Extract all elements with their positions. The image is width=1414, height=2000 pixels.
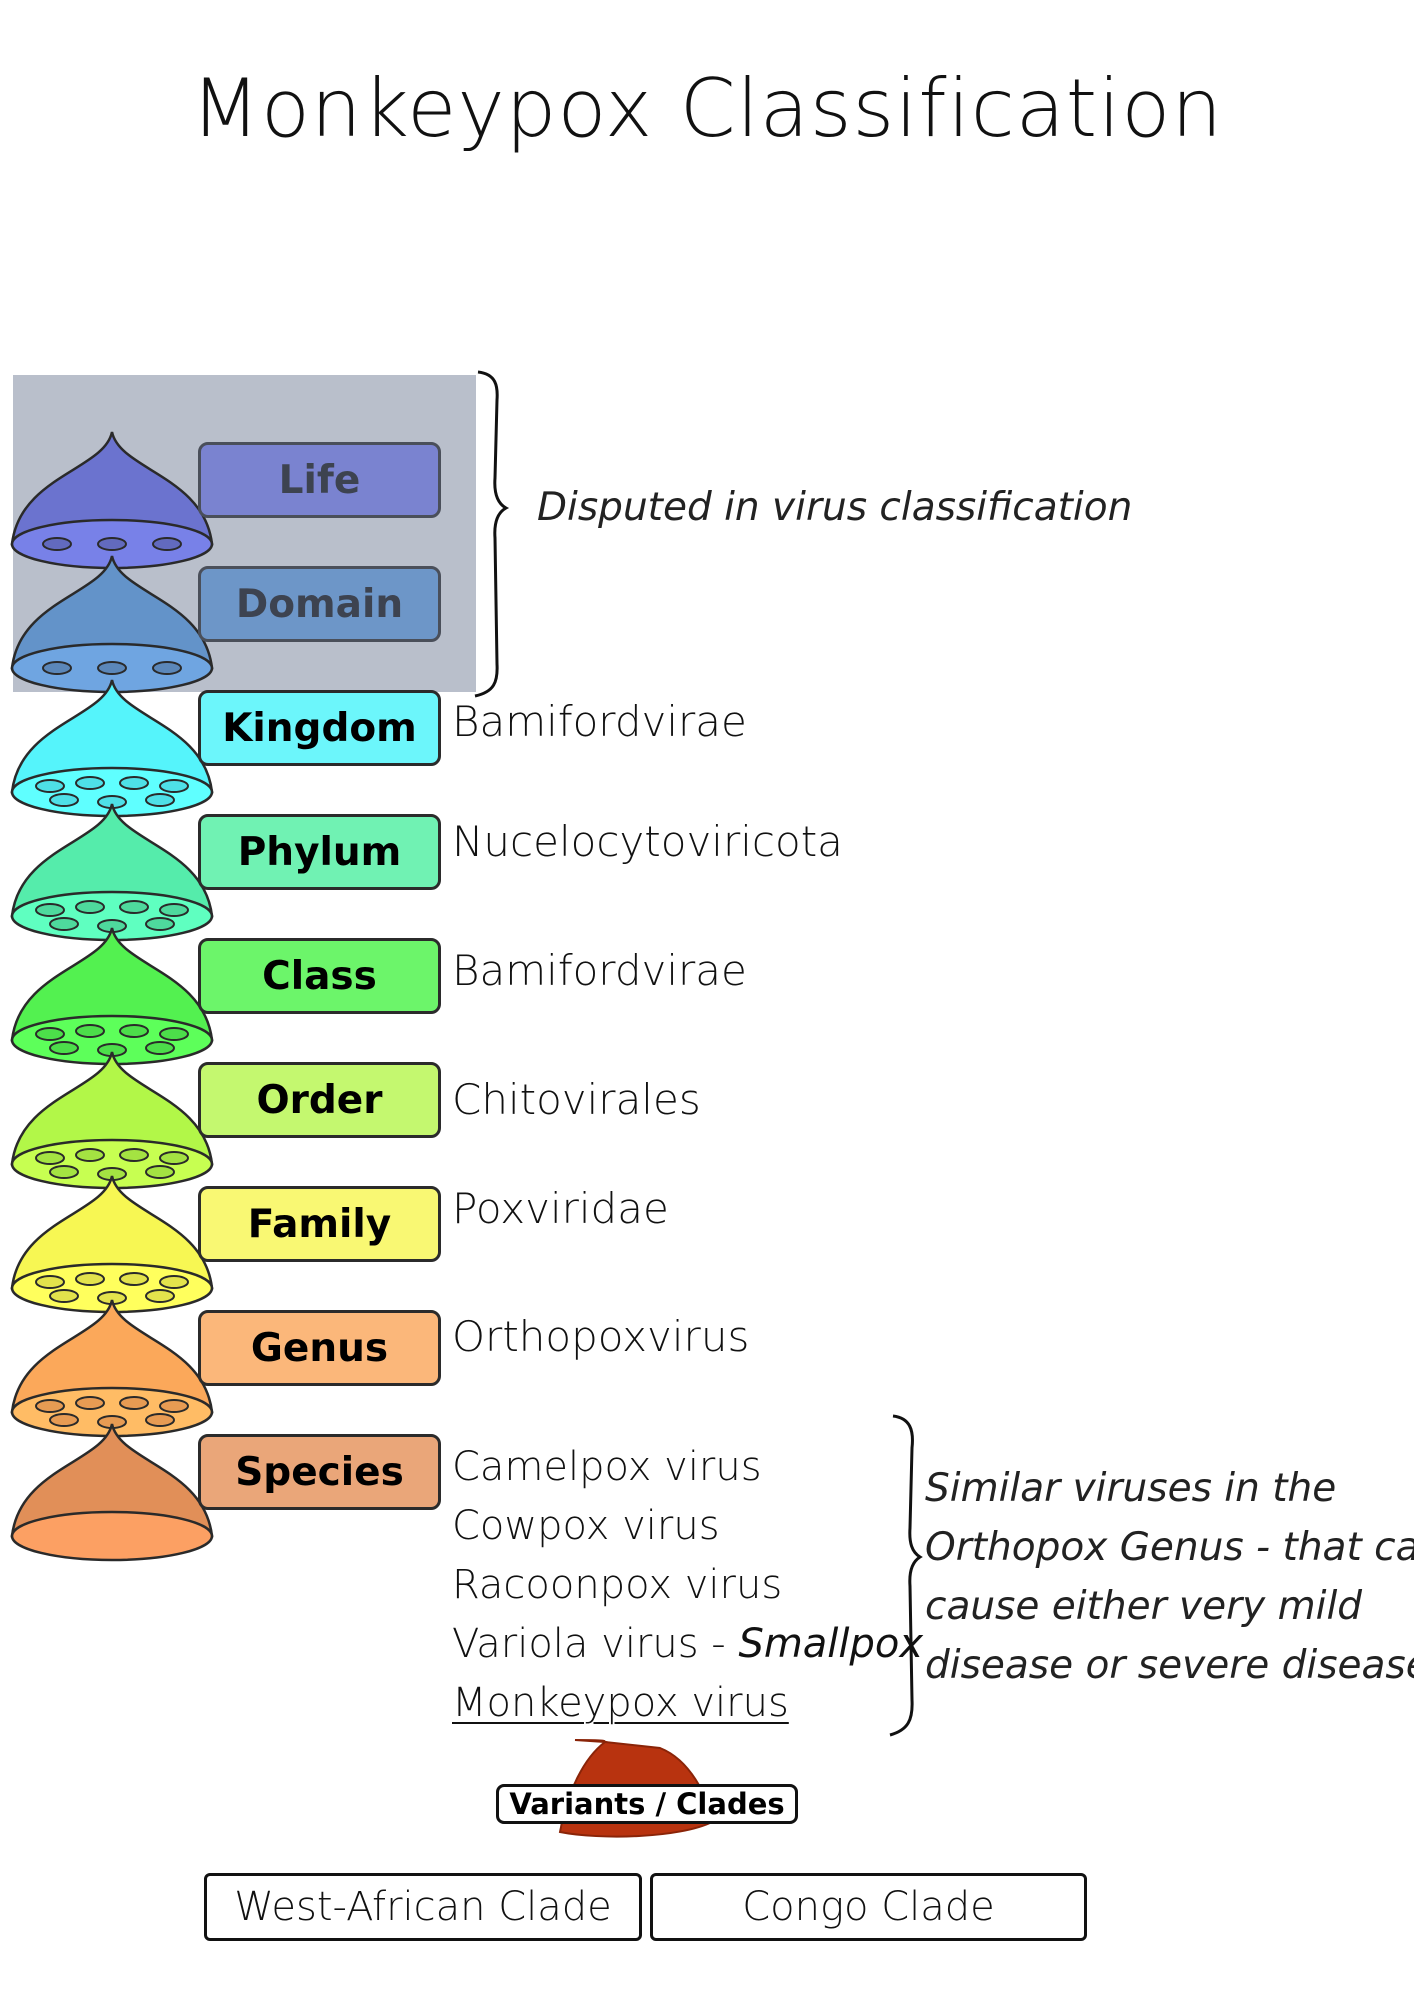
rank-bell-species: [10, 1423, 214, 1562]
rank-bell-spot: [97, 661, 127, 675]
rank-bell-spot: [119, 1024, 149, 1038]
rank-bell-class: [10, 927, 214, 1066]
rank-bell-spot: [159, 903, 189, 917]
rank-bell-spot: [49, 793, 79, 807]
rank-bell-spot: [75, 1272, 105, 1286]
rank-bell-spot: [49, 1413, 79, 1427]
rank-bell-spot: [119, 1148, 149, 1162]
similar-note-line-4: disease or severe disease: [925, 1643, 1414, 1688]
rank-bell-domain: [10, 555, 214, 694]
rank-label-genus: Genus: [198, 1310, 441, 1386]
species-camelpox: Camelpox virus: [452, 1444, 762, 1490]
rank-bell-spot: [152, 661, 182, 675]
rank-label-family: Family: [198, 1186, 441, 1262]
rank-bell-spot: [35, 903, 65, 917]
rank-bell-spot: [119, 900, 149, 914]
rank-label-phylum: Phylum: [198, 814, 441, 890]
rank-bell-order: [10, 1051, 214, 1190]
rank-value-kingdom: Bamifordvirae: [452, 697, 747, 746]
similar-note-line-3: cause either very mild: [925, 1584, 1363, 1629]
species-cowpox: Cowpox virus: [452, 1503, 720, 1549]
rank-bell-spot: [152, 537, 182, 551]
similar-note-line-2: Orthopox Genus - that can: [925, 1525, 1414, 1570]
rank-bell-spot: [75, 1396, 105, 1410]
rank-bell-spot: [75, 900, 105, 914]
disputed-note: Disputed in virus classification: [537, 485, 1133, 530]
rank-bell-spot: [35, 1027, 65, 1041]
rank-bell-spot: [42, 661, 72, 675]
rank-label-species: Species: [198, 1434, 441, 1510]
rank-bell-spot: [49, 1165, 79, 1179]
rank-label-class: Class: [198, 938, 441, 1014]
rank-value-order: Chitovirales: [452, 1075, 701, 1124]
rank-bell-spot: [119, 1396, 149, 1410]
rank-bell-base: [10, 1510, 214, 1562]
rank-value-phylum: Nucelocytoviricota: [452, 817, 843, 866]
rank-bell-spot: [145, 917, 175, 931]
rank-bell-spot: [35, 1275, 65, 1289]
rank-bell-spot: [75, 1148, 105, 1162]
rank-bell-spot: [159, 1027, 189, 1041]
rank-bell-spot: [75, 776, 105, 790]
variants-clades-label: Variants / Clades: [496, 1784, 798, 1824]
rank-bell-spot: [145, 1413, 175, 1427]
rank-bell-spot: [35, 1151, 65, 1165]
rank-bell-spot: [145, 1289, 175, 1303]
rank-label-order: Order: [198, 1062, 441, 1138]
clade-congo: Congo Clade: [650, 1873, 1087, 1941]
rank-bell-spot: [49, 1289, 79, 1303]
rank-bell-spot: [119, 776, 149, 790]
rank-value-genus: Orthopoxvirus: [452, 1312, 750, 1361]
rank-bell-spot: [75, 1024, 105, 1038]
species-monkeypox: Monkeypox virus: [452, 1680, 789, 1726]
rank-bell-spot: [159, 1399, 189, 1413]
rank-bell-spot: [159, 779, 189, 793]
rank-bell-spot: [145, 1041, 175, 1055]
rank-value-class: Bamifordvirae: [452, 946, 747, 995]
rank-bell-spot: [145, 1165, 175, 1179]
rank-bell-spot: [159, 1275, 189, 1289]
species-racoonpox: Racoonpox virus: [452, 1562, 783, 1608]
clade-west-african: West-African Clade: [204, 1873, 642, 1941]
rank-bell-spot: [49, 1041, 79, 1055]
rank-label-kingdom: Kingdom: [198, 690, 441, 766]
rank-label-life: Life: [198, 442, 441, 518]
rank-bell-spot: [119, 1272, 149, 1286]
rank-bell-spot: [159, 1151, 189, 1165]
rank-bell-spot: [97, 537, 127, 551]
rank-bell-spot: [42, 537, 72, 551]
disputed-brace: [474, 370, 510, 698]
rank-bell-spot: [35, 779, 65, 793]
rank-bell-phylum: [10, 803, 214, 942]
species-variola: Variola virus - Smallpox: [452, 1621, 924, 1667]
similar-note-line-1: Similar viruses in the: [925, 1466, 1337, 1511]
rank-label-domain: Domain: [198, 566, 441, 642]
rank-bell-spot: [145, 793, 175, 807]
rank-bell-spot: [35, 1399, 65, 1413]
rank-value-family: Poxviridae: [452, 1184, 669, 1233]
similar-viruses-brace: [889, 1414, 923, 1737]
page-title: Monkeypox Classification: [190, 62, 1224, 155]
rank-bell-family: [10, 1175, 214, 1314]
rank-bell-life: [10, 431, 214, 570]
rank-bell-genus: [10, 1299, 214, 1438]
species-variola-common-name: Smallpox: [738, 1621, 924, 1667]
rank-bell-spot: [49, 917, 79, 931]
